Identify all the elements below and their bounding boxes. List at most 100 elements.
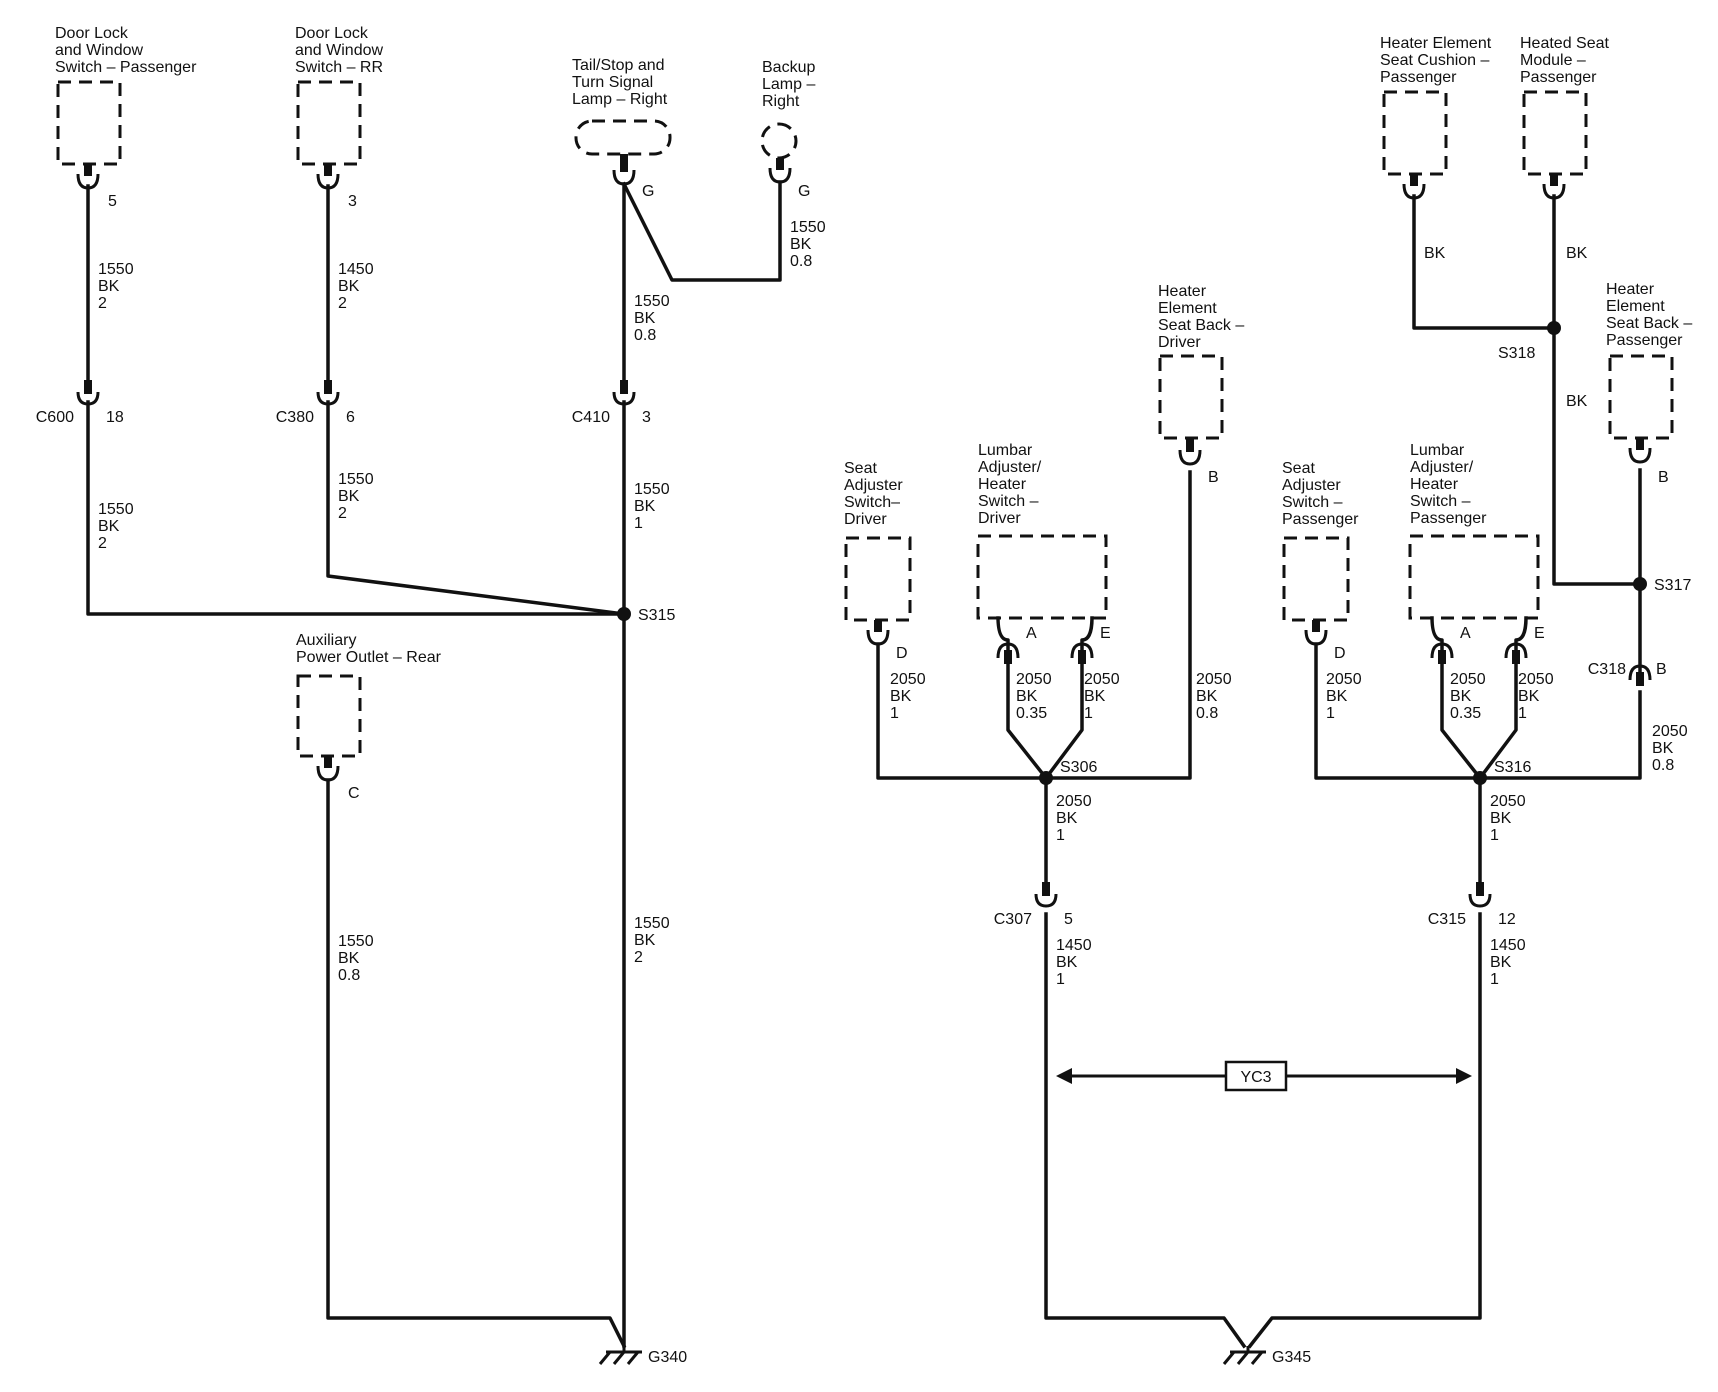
wire-label-w20-line-1: 2050 [1490,793,1526,810]
connector-c318 [1628,664,1652,686]
wire-label-w17-line-1: 2050 [1450,671,1486,688]
wire-label-w6-line-1: 1550 [790,219,826,236]
pin-label-door_lock_rr: 3 [348,193,357,210]
splice-label-s317: S317 [1654,577,1691,594]
wire-label-w21-line-1: 1450 [1490,937,1526,954]
wire-label-w8-line-1: 1550 [338,933,374,950]
wire-label-w15-line-3: 1 [1056,971,1065,988]
pin-tail-stop-lamp [612,154,636,186]
component-label-seat_adj_driver-line-1: Seat [844,460,877,477]
pin-label-aux_power: C [348,785,360,802]
wire-label-w7-line-3: 1 [634,515,643,532]
pin-label-seat_adj_pass: D [1334,645,1346,662]
wire-label-w15-line-1: 1450 [1056,937,1092,954]
wire-label-w9-line-1: 1550 [634,915,670,932]
component-label-door_lock_pass-line-1: Door Lock [55,25,129,42]
component-label-lumbar_driver-line-4: Switch – [978,493,1039,510]
pin-label-lumbar_pass_e: E [1534,625,1545,642]
wire-label-w13-line-2: BK [1196,688,1218,705]
wire-label-w4-line-1: 1550 [338,471,374,488]
splice-label-s315: S315 [638,607,675,624]
pin-lumbar-passenger-e [1504,616,1528,664]
wire-lumbar-passenger-a [1440,656,1483,781]
ground-label-g340: G340 [648,1349,687,1366]
component-label-lumbar_driver-line-3: Heater [978,476,1027,493]
pin-lumbar-driver-a [996,616,1020,664]
wire-label-w1-line-1: 1550 [98,261,134,278]
ground-g340-symbol [598,1346,642,1365]
wire-heater-back-driver [1044,470,1192,780]
connector-c410 [612,380,636,406]
component-label-heater_cushion_pass-line-1: Heater Element [1380,35,1492,52]
component-label-lumbar_driver-line-2: Adjuster/ [978,459,1042,476]
wire-label-w18-line-1: 2050 [1518,671,1554,688]
component-pins [76,154,1652,782]
wire-label-w3-line-1: 1450 [338,261,374,278]
wire-label-w18-line-3: 1 [1518,705,1527,722]
lumbar-passenger-box [1408,534,1540,620]
component-label-heater_back_driver-line-1: Heater [1158,283,1207,300]
pin-label-lumbar_driver_e: E [1100,625,1111,642]
splice-s318 [1547,321,1561,335]
pin-label-heater_back_driver: B [1208,469,1219,486]
pin-label-door_lock_pass: 5 [108,193,117,210]
component-label-lumbar_pass-line-3: Heater [1410,476,1459,493]
pin-door-lock-rr [316,164,340,190]
component-label-seat_adj_pass-line-4: Passenger [1282,511,1359,528]
component-label-heated_seat_module-line-1: Heated Seat [1520,35,1610,52]
connector-pin-c600: 18 [106,409,124,426]
component-label-tail_stop-line-1: Tail/Stop and [572,57,665,74]
wire-label-w14-line-1: 2050 [1056,793,1092,810]
wire-lumbar-driver-e [1043,656,1084,781]
component-label-lumbar_driver-line-5: Driver [978,510,1021,527]
wire-label-w21-line-2: BK [1490,954,1512,971]
component-label-seat_adj_driver-line-3: Switch– [844,494,900,511]
lumbar-driver-box [976,534,1108,620]
wire-seat-adjuster-driver [876,642,1048,780]
heater-back-driver-box [1158,354,1224,440]
wire-label-w2-line-2: BK [98,518,120,535]
component-label-door_lock_rr-line-3: Switch – RR [295,59,383,76]
wire-label-w13-line-1: 2050 [1196,671,1232,688]
component-label-tail_stop-line-2: Turn Signal [572,74,653,91]
pin-backup-lamp [768,158,792,184]
wire-label-w20-line-2: BK [1490,810,1512,827]
seat-adjuster-passenger-box [1282,536,1350,622]
wire-label-w5-line-2: BK [634,310,656,327]
wire-seat-adjuster-passenger [1314,642,1482,780]
component-label-heated_seat_module-line-3: Passenger [1520,69,1597,86]
door-lock-rr-box [296,80,362,166]
wires [86,180,1642,1349]
splice-label-s316: S316 [1494,759,1531,776]
seat-adjuster-driver-box [844,536,912,622]
wire-label-w3-line-3: 2 [338,295,347,312]
wire-heater-cushion-passenger [1412,194,1556,330]
wire-label-w5-line-1: 1550 [634,293,670,310]
wire-label-w16-line-1: 2050 [1326,671,1362,688]
pin-label-lumbar_driver_a: A [1026,625,1037,642]
connector-name-c315: C315 [1428,911,1466,928]
wire-label-w8-line-2: BK [338,950,360,967]
wire-label-w13-line-3: 0.8 [1196,705,1218,722]
component-label-heater_back_pass-line-1: Heater [1606,281,1655,298]
component-label-heater_cushion_pass-line-2: Seat Cushion – [1380,52,1490,69]
component-label-door_lock_pass-line-3: Switch – Passenger [55,59,197,76]
component-label-lumbar_pass-line-5: Passenger [1410,510,1487,527]
component-label-tail_stop-line-3: Lamp – Right [572,91,668,108]
wire-label-w12-line-1: 2050 [1084,671,1120,688]
splice-s315 [617,607,631,621]
wire-label-w4-line-3: 2 [338,505,347,522]
wire-label-w19-line-2: BK [1652,740,1674,757]
component-label-door_lock_pass-line-2: and Window [55,42,143,59]
connector-pin-c410: 3 [642,409,651,426]
connector-c600 [76,380,100,406]
wire-label-w7-line-1: 1550 [634,481,670,498]
pin-label-backup_lamp: G [798,183,810,200]
wire-label-w16-line-2: BK [1326,688,1348,705]
connector-name-c380: C380 [276,409,314,426]
wire-label-w21-line-3: 1 [1490,971,1499,988]
wire-label-w8-line-3: 0.8 [338,967,360,984]
ground-label-g345: G345 [1272,1349,1311,1366]
